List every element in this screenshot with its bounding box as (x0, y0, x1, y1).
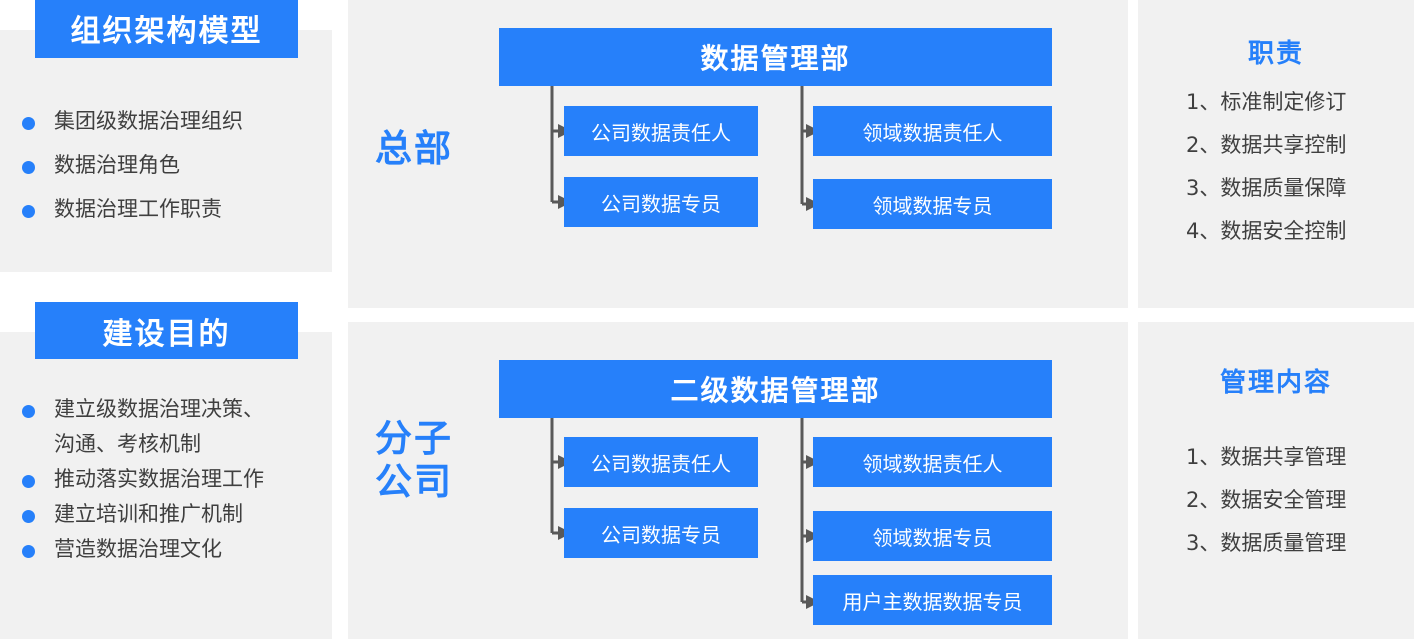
list-item: 2、数据共享控制 (1186, 133, 1347, 157)
left-top-panel-badge: 组织架构模型 (35, 0, 298, 58)
org-box-domain-data-steward-sub[interactable]: 领域数据专员 (813, 511, 1052, 561)
org-chart-side-label-subsidiary: 分子 公司 (360, 417, 468, 503)
list-item-label: 沟通、考核机制 (54, 432, 201, 457)
right-bottom-panel-title: 管理内容 (1219, 368, 1332, 398)
list-item: 集团级数据治理组织 (22, 110, 322, 132)
org-header-box-secondary-data-management[interactable]: 二级数据管理部 (499, 360, 1052, 418)
org-box-company-data-owner-sub[interactable]: 公司数据责任人 (564, 437, 758, 487)
list-item-label: 推动落实数据治理工作 (54, 467, 264, 492)
bullet-dot-icon (22, 117, 35, 130)
org-box-domain-data-owner-hq[interactable]: 领域数据责任人 (813, 106, 1052, 156)
bullet-dot-icon (22, 161, 35, 175)
side-label-line-1: 分子 (375, 417, 453, 460)
list-item: 营造数据治理文化 (22, 538, 327, 560)
org-box-domain-data-owner-sub[interactable]: 领域数据责任人 (813, 437, 1052, 487)
right-top-panel-title: 职责 (1247, 39, 1304, 69)
list-item-label: 建立级数据治理决策、 (54, 397, 264, 421)
list-item-continuation: 沟通、考核机制 (22, 433, 327, 455)
list-item-label: 建立培训和推广机制 (54, 502, 243, 527)
right-top-panel: 职责 1、标准制定修订 2、数据共享控制 3、数据质量保障 4、数据安全控制 (1138, 0, 1414, 308)
left-bottom-panel (0, 332, 332, 639)
list-item: 建立培训和推广机制 (22, 503, 327, 525)
list-item: 2、数据安全管理 (1186, 488, 1347, 512)
bullet-dot-icon (22, 405, 35, 418)
list-item: 推动落实数据治理工作 (22, 468, 327, 490)
bullet-dot-spacer (22, 440, 35, 453)
responsibility-list: 1、标准制定修订 2、数据共享控制 3、数据质量保障 4、数据安全控制 (1186, 92, 1346, 242)
list-item: 建立级数据治理决策、 (22, 398, 327, 420)
left-bottom-panel-badge: 建设目的 (35, 302, 298, 359)
list-item-label: 集团级数据治理组织 (54, 109, 243, 133)
list-item-label: 营造数据治理文化 (54, 537, 222, 562)
management-content-list: 1、数据共享管理 2、数据安全管理 3、数据质量管理 (1186, 447, 1346, 554)
right-bottom-panel: 管理内容 1、数据共享管理 2、数据安全管理 3、数据质量管理 (1138, 322, 1414, 639)
org-header-box-data-management[interactable]: 数据管理部 (499, 28, 1052, 86)
list-item: 数据治理角色 (22, 154, 322, 176)
bullet-dot-icon (22, 205, 35, 219)
list-item: 4、数据安全控制 (1186, 219, 1347, 243)
list-item: 3、数据质量管理 (1186, 531, 1347, 555)
org-chart-side-label-headquarters: 总部 (375, 127, 453, 170)
list-item: 1、标准制定修订 (1186, 90, 1347, 114)
org-box-company-data-owner-hq[interactable]: 公司数据责任人 (564, 106, 758, 156)
org-box-user-master-data-steward[interactable]: 用户主数据数据专员 (813, 575, 1052, 625)
bullet-dot-icon (22, 510, 35, 524)
list-item: 数据治理工作职责 (22, 198, 322, 220)
bullet-dot-icon (22, 545, 35, 559)
left-top-panel (0, 30, 332, 272)
left-bottom-bullet-list: 建立级数据治理决策、 沟通、考核机制 推动落实数据治理工作 建立培训和推广机制 … (22, 398, 327, 560)
side-label-line-2: 公司 (375, 459, 453, 503)
org-box-company-data-steward-hq[interactable]: 公司数据专员 (564, 177, 758, 227)
list-item-label: 数据治理角色 (54, 153, 180, 178)
org-box-domain-data-steward-hq[interactable]: 领域数据专员 (813, 179, 1052, 229)
list-item: 1、数据共享管理 (1186, 445, 1347, 469)
list-item: 3、数据质量保障 (1186, 176, 1347, 200)
bullet-dot-icon (22, 475, 35, 489)
left-top-bullet-list: 集团级数据治理组织 数据治理角色 数据治理工作职责 (22, 110, 322, 220)
org-box-company-data-steward-sub[interactable]: 公司数据专员 (564, 508, 758, 558)
list-item-label: 数据治理工作职责 (54, 197, 222, 222)
